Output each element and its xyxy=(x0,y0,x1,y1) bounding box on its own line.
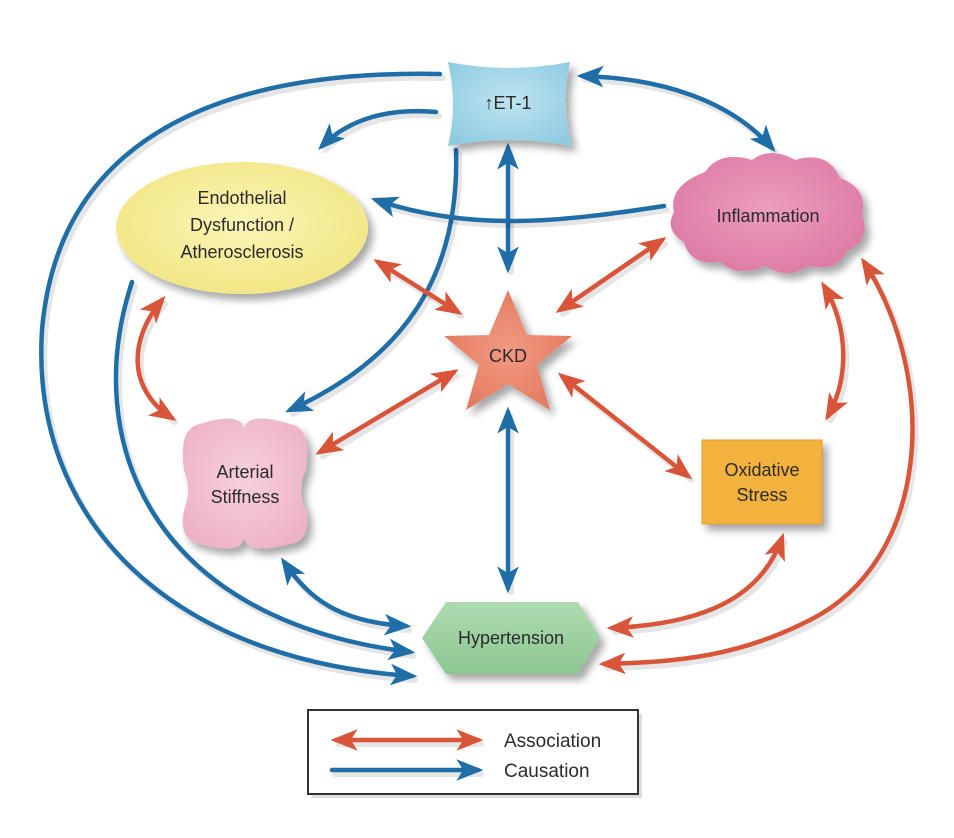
edge-et1-hypertension xyxy=(39,71,443,686)
node-oxidative xyxy=(701,439,823,525)
node-hypertension xyxy=(422,602,600,674)
node-inflammation xyxy=(670,153,865,273)
et1-shape xyxy=(448,62,572,146)
legend: Association Causation xyxy=(307,709,642,798)
edge-et1-inflammation xyxy=(576,65,776,153)
edge-inflammation-hypertension xyxy=(598,257,915,675)
oxidative-label-line-2: Stress xyxy=(736,485,787,505)
legend-association-label: Association xyxy=(504,731,601,752)
edge-oxidative-ckd xyxy=(557,372,693,480)
et1-label: ↑ET-1 xyxy=(484,93,531,113)
endothelial-label-line-3: Atherosclerosis xyxy=(180,242,303,262)
ckd-label: CKD xyxy=(489,346,527,366)
edge-endothelial-ckd xyxy=(373,259,463,315)
oxidative-shape xyxy=(701,439,823,525)
endothelial-label-line-2: Dysfunction / xyxy=(190,215,294,235)
edges xyxy=(39,65,919,686)
edge-arterial-hypertension-shadow xyxy=(284,563,412,633)
arterial-shape xyxy=(182,418,308,549)
edge-arterial-hypertension xyxy=(280,557,412,636)
oxidative-label-line-1: Oxidative xyxy=(724,460,799,480)
edge-inflammation-ckd-shadow xyxy=(560,241,668,317)
edge-oxidative-hypertension-shadow xyxy=(612,539,788,635)
edge-arterial-ckd xyxy=(315,369,459,455)
arterial-label-line-2: Stiffness xyxy=(211,487,280,507)
edge-inflammation-ckd xyxy=(555,236,667,314)
inflammation-shape xyxy=(670,153,865,273)
edge-inflammation-endothelial xyxy=(370,196,667,224)
hypertension-shape xyxy=(422,602,600,674)
node-arterial xyxy=(182,418,308,549)
arterial-label-line-1: Arterial xyxy=(216,462,273,482)
node-endothelial xyxy=(116,162,368,294)
inflammation-label: Inflammation xyxy=(716,206,819,226)
endothelial-shape xyxy=(116,162,368,294)
edge-oxidative-hypertension xyxy=(606,532,785,638)
endothelial-label-line-1: Endothelial xyxy=(197,188,286,208)
edge-inflammation-endothelial-shadow xyxy=(376,201,670,228)
hypertension-label: Hypertension xyxy=(458,628,564,648)
legend-causation-label: Causation xyxy=(504,761,590,782)
node-ckd xyxy=(444,290,572,410)
edge-et1-endothelial xyxy=(318,108,439,150)
ckd-shape xyxy=(444,290,572,410)
edge-endothelial-arterial xyxy=(135,295,177,421)
node-et1 xyxy=(448,62,572,146)
